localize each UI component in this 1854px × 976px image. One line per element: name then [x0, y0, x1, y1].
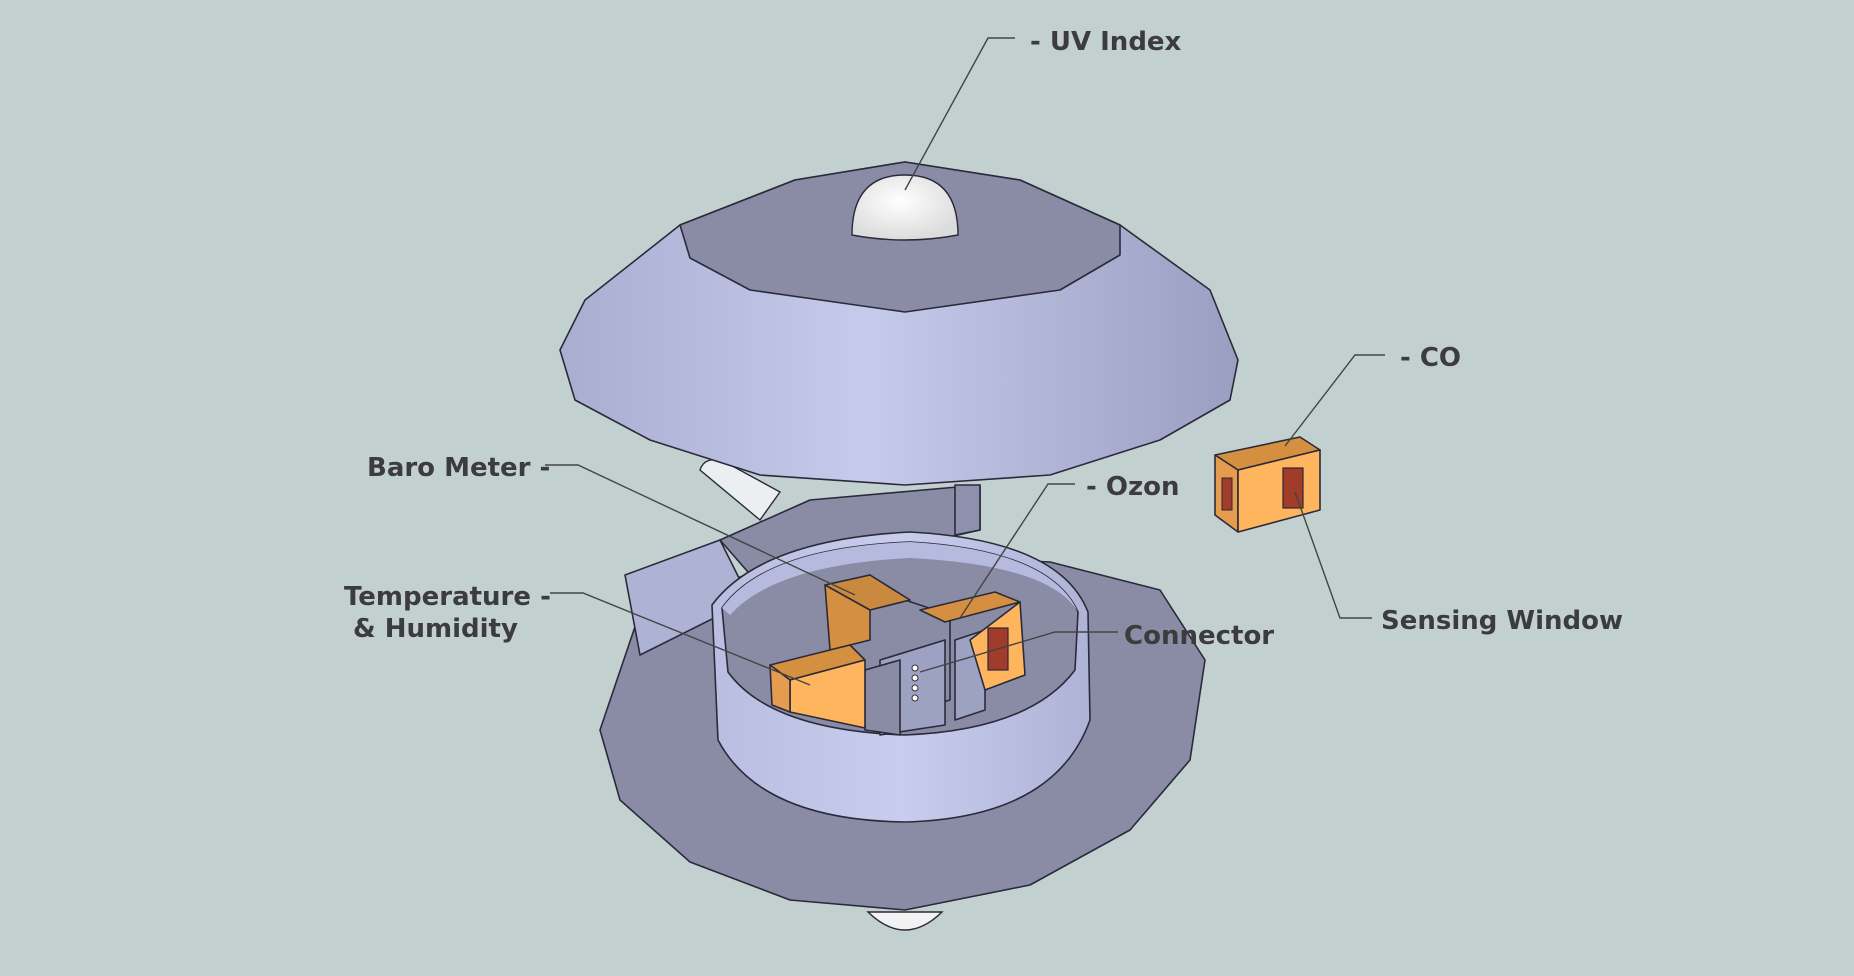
connector-label: Connector [1124, 621, 1274, 651]
uv-index-sensor [851, 174, 959, 241]
leader-lines [545, 37, 1385, 686]
co-leader [1284, 354, 1385, 447]
co-sensor [1214, 436, 1321, 533]
connector-pins [911, 664, 919, 702]
temperature-leader [550, 592, 811, 686]
sensing-window-label: Sensing Window [1381, 606, 1623, 636]
co-sensing-window [1282, 467, 1304, 509]
connector-leader [919, 631, 1118, 673]
co-side-vent [1221, 477, 1233, 511]
co-label: - CO [1400, 343, 1461, 373]
ozon-sensor [919, 591, 1026, 691]
temperature-humidity-sensor [769, 644, 866, 729]
ozon-label: - Ozon [1086, 472, 1179, 502]
bottom-foot [866, 911, 944, 931]
humidity-label: & Humidity [353, 614, 518, 644]
callout-labels: - UV Index - CO Baro Meter - - Ozon Temp… [344, 27, 1623, 651]
baro-meter-leader [545, 464, 856, 596]
baro-meter-sensor [824, 574, 911, 651]
sensing-window-leader [1294, 491, 1372, 619]
baro-meter-label: Baro Meter - [367, 453, 550, 483]
uv-index-leader [904, 37, 1015, 191]
top-cap [559, 161, 1239, 486]
uv-index-label: - UV Index [1030, 27, 1182, 57]
temperature-label: Temperature - [344, 582, 551, 612]
ozon-leader [959, 483, 1075, 619]
